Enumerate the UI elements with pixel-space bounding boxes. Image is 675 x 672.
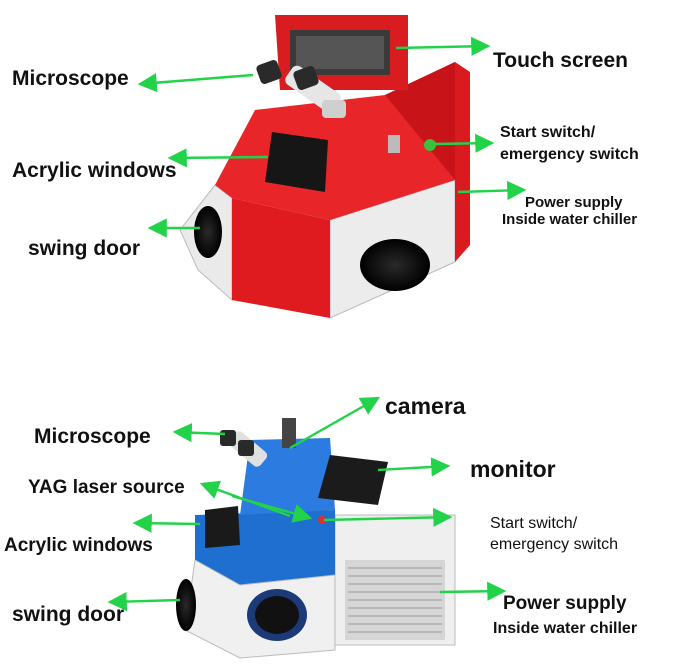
label-acrylic-windows-bottom: Acrylic windows — [4, 535, 153, 556]
label-start-switch-bottom-1: Start switch/ — [490, 515, 578, 532]
callout-arrows — [107, 36, 527, 612]
label-microscope-bottom: Microscope — [34, 425, 151, 448]
label-swing-door-bottom: swing door — [12, 603, 124, 626]
label-yag-laser-source: YAG laser source — [28, 477, 185, 498]
label-start-switch-top-1: Start switch/ — [500, 124, 596, 141]
label-microscope-top: Microscope — [12, 67, 129, 90]
label-swing-door-top: swing door — [28, 237, 140, 260]
label-acrylic-windows-top: Acrylic windows — [12, 159, 177, 182]
label-camera: camera — [385, 393, 466, 419]
label-touch-screen: Touch screen — [493, 49, 628, 72]
label-start-switch-top-2: emergency switch — [500, 146, 639, 163]
label-start-switch-bottom-2: emergency switch — [490, 536, 619, 553]
label-power-supply-top: Power supply — [525, 194, 623, 211]
label-water-chiller-bottom: Inside water chiller — [493, 620, 638, 637]
label-power-supply-bottom: Power supply — [503, 593, 627, 614]
label-water-chiller-top: Inside water chiller — [502, 211, 638, 228]
label-monitor: monitor — [470, 456, 556, 482]
red-welder-machine — [179, 15, 470, 319]
blue-welder-machine — [176, 418, 456, 659]
